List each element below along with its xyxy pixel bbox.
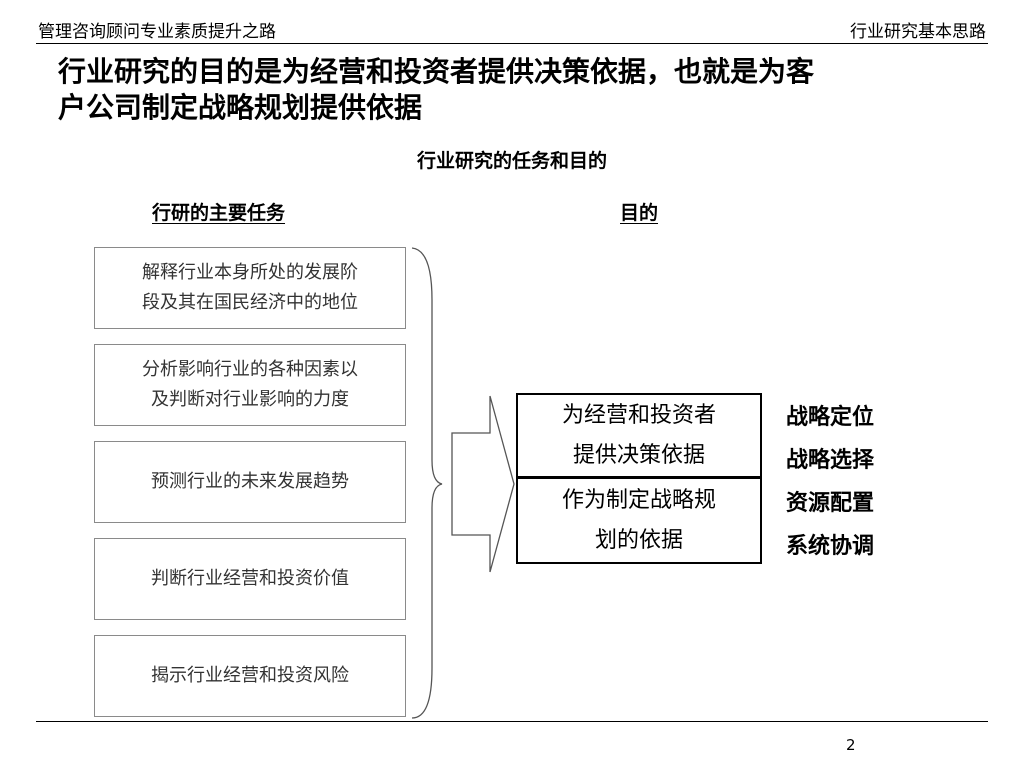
purpose-text: 为经营和投资者 xyxy=(561,402,716,428)
slide-title-line-1: 行业研究的目的是为经营和投资者提供决策依据，也就是为客 xyxy=(58,55,815,88)
purpose-text: 划的依据 xyxy=(594,527,683,553)
task-text: 段及其在国民经济中的地位 xyxy=(142,292,358,313)
task-box-future-trend: 预测行业的未来发展趋势 xyxy=(94,441,406,523)
task-box-investment-value: 判断行业经营和投资价值 xyxy=(94,538,406,620)
task-text: 判断行业经营和投资价值 xyxy=(151,568,349,589)
task-box-investment-risk: 揭示行业经营和投资风险 xyxy=(94,635,406,717)
slide-title: 行业研究的目的是为经营和投资者提供决策依据，也就是为客 户公司制定战略规划提供依… xyxy=(58,54,998,126)
header-divider xyxy=(36,43,988,44)
strategic-goals-list: 战略定位 战略选择 资源配置 系统协调 xyxy=(786,396,874,568)
tasks-heading: 行研的主要任务 xyxy=(152,202,286,224)
header-right-title: 行业研究基本思路 xyxy=(850,22,986,42)
task-text: 解释行业本身所处的发展阶 xyxy=(142,262,358,283)
slide-title-line-2: 户公司制定战略规划提供依据 xyxy=(58,91,423,124)
goal-item: 资源配置 xyxy=(786,490,875,516)
purpose-heading: 目的 xyxy=(620,202,659,224)
purpose-text: 提供决策依据 xyxy=(572,442,705,468)
diagram-subtitle: 行业研究的任务和目的 xyxy=(416,150,607,172)
page-number: 2 xyxy=(846,736,856,754)
goal-item: 战略定位 xyxy=(786,404,875,430)
task-text: 分析影响行业的各种因素以 xyxy=(142,359,358,380)
purpose-text: 作为制定战略规 xyxy=(561,487,716,513)
task-text: 及判断对行业影响的力度 xyxy=(151,389,349,410)
task-text: 揭示行业经营和投资风险 xyxy=(151,665,349,686)
header-left-title: 管理咨询顾问专业素质提升之路 xyxy=(38,22,276,42)
footer-divider xyxy=(36,721,988,722)
goal-item: 战略选择 xyxy=(786,447,875,473)
goal-item: 系统协调 xyxy=(786,533,875,559)
task-box-influencing-factors: 分析影响行业的各种因素以 及判断对行业影响的力度 xyxy=(94,344,406,426)
task-box-development-stage: 解释行业本身所处的发展阶 段及其在国民经济中的地位 xyxy=(94,247,406,329)
curly-brace xyxy=(411,247,443,719)
purpose-box-strategy-basis: 作为制定战略规 划的依据 xyxy=(516,477,762,564)
right-arrow xyxy=(451,395,515,573)
purpose-box-decision-basis: 为经营和投资者 提供决策依据 xyxy=(516,393,762,478)
task-text: 预测行业的未来发展趋势 xyxy=(151,471,349,492)
